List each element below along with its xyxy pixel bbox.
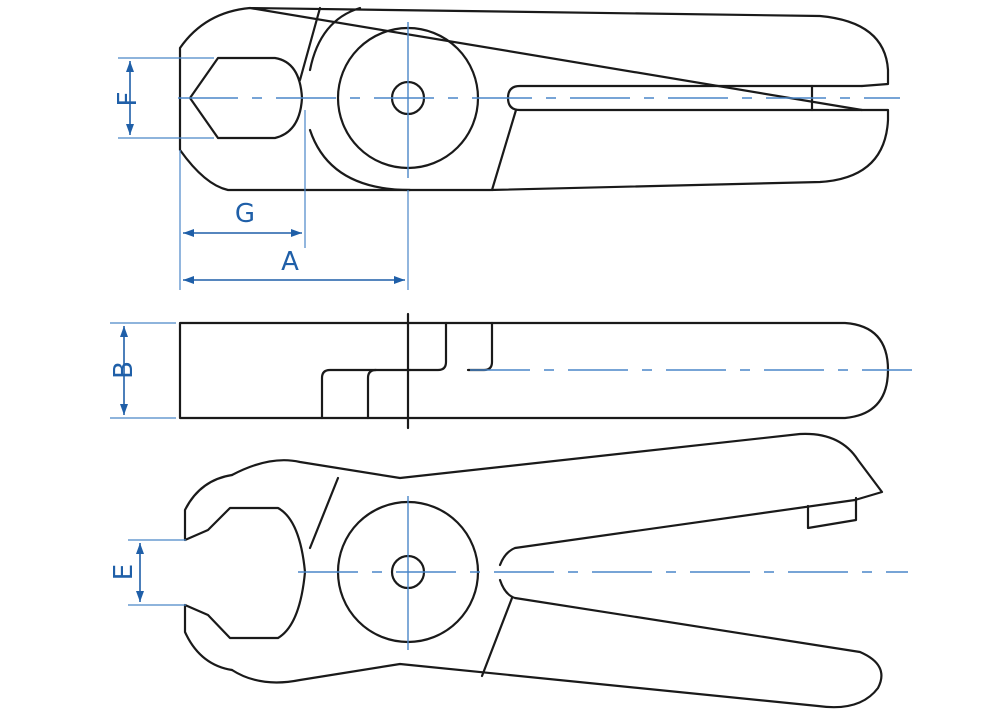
dimension-A: A — [183, 190, 409, 290]
dimension-label-A: A — [281, 247, 299, 277]
dimension-F: F — [113, 57, 214, 139]
step-lower-2 — [366, 368, 378, 420]
pivot-boss-outline — [308, 6, 412, 192]
jaw-body-outline — [178, 6, 890, 192]
upper-lever — [230, 432, 884, 567]
step-upper — [408, 321, 448, 372]
open-bevel-upper — [308, 476, 340, 550]
lever-tab — [806, 496, 858, 530]
dimension-E: E — [109, 539, 186, 606]
dimension-G: G — [179, 110, 306, 290]
step-lower — [320, 368, 412, 420]
top-view-closed — [178, 6, 900, 192]
dimension-B: B — [109, 322, 176, 419]
bevel-line-lower — [490, 108, 518, 192]
dimension-label-F: F — [113, 92, 143, 107]
dimension-label-G: G — [235, 199, 255, 229]
dimension-label-E: E — [109, 564, 139, 580]
step-upper-2 — [466, 321, 494, 372]
lower-lever — [230, 578, 883, 709]
open-jaw-outline — [183, 473, 307, 672]
dimension-label-B: B — [109, 361, 139, 379]
side-view — [178, 312, 912, 430]
open-bevel-lower — [480, 596, 514, 678]
bevel-line-upper — [298, 6, 322, 82]
top-view-open — [183, 432, 908, 709]
